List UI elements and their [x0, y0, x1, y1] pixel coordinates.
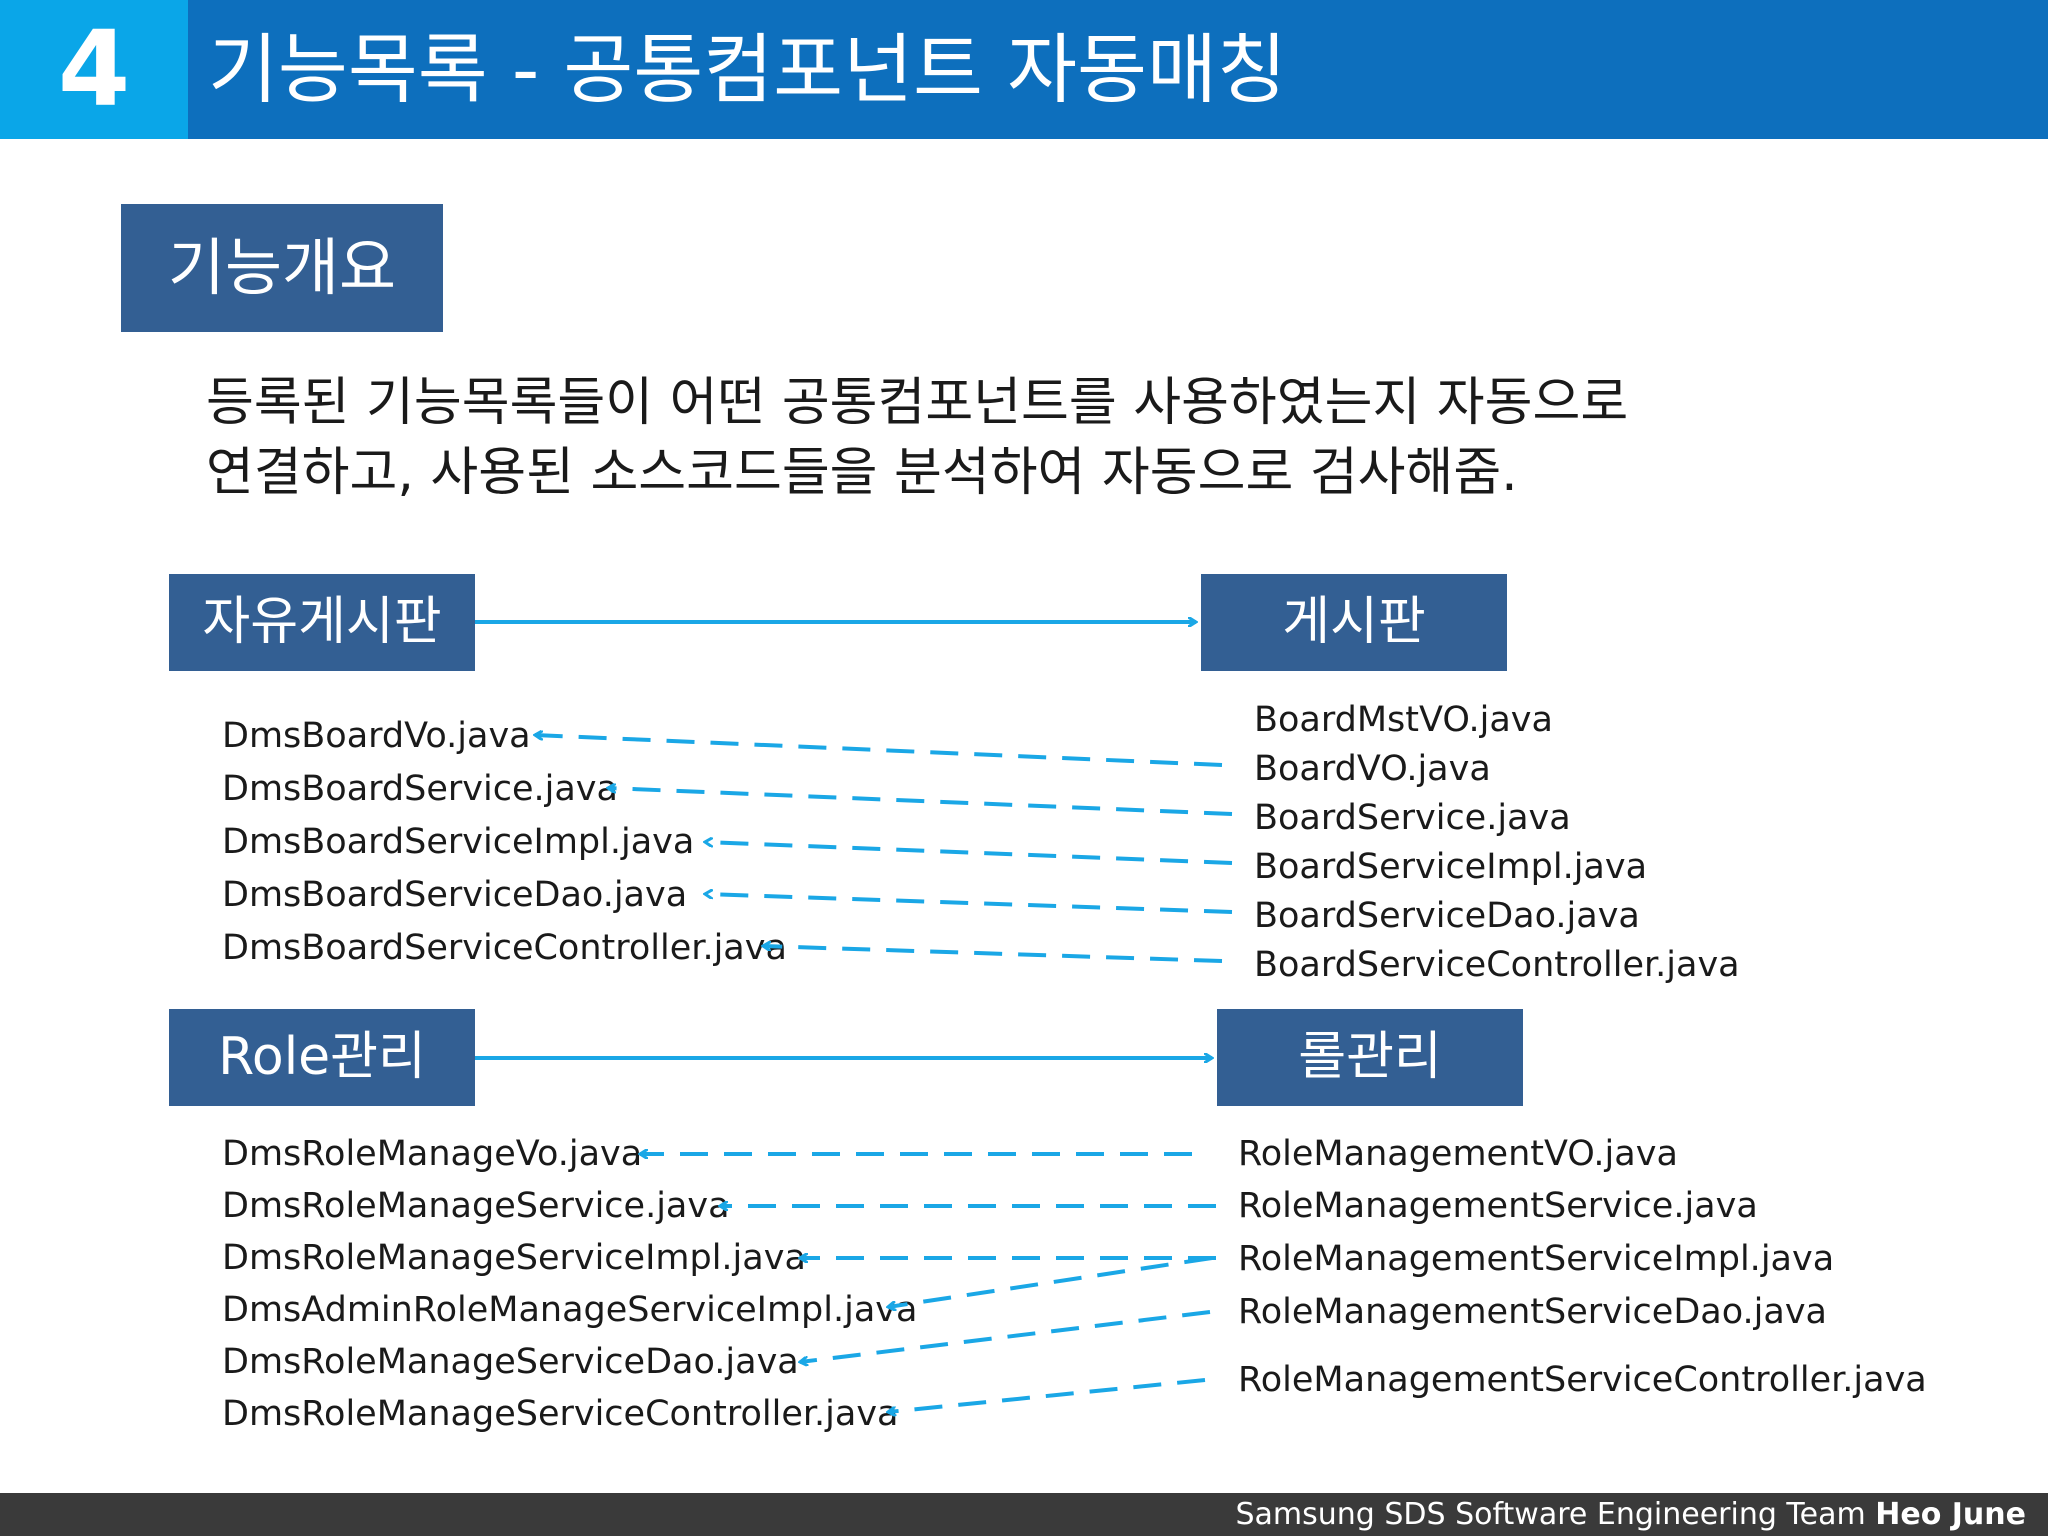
source-label-box-2: [169, 1009, 475, 1106]
target-file: RoleManagementServiceImpl.java: [1238, 1239, 1835, 1279]
target-file: BoardServiceController.java: [1254, 945, 1740, 985]
dashed-arrow: [535, 735, 1223, 767]
target-file: BoardServiceDao.java: [1254, 896, 1640, 936]
target-file: BoardService.java: [1254, 798, 1571, 838]
target-file: BoardVO.java: [1254, 749, 1491, 789]
title-bar: [188, 0, 2048, 139]
page-title: 기능목록 - 공통컴포넌트 자동매칭: [208, 25, 1287, 114]
footer-credit: Samsung SDS Software Engineering Team He…: [1235, 1493, 2026, 1536]
target-label-role-management: 롤관리: [1298, 1027, 1442, 1087]
footer-author: Heo June: [1875, 1497, 2026, 1532]
source-file: DmsBoardService.java: [222, 769, 618, 809]
dashed-arrow: [763, 946, 1223, 963]
target-label-box-1: [1201, 574, 1507, 671]
dashed-arrow: [888, 1378, 1206, 1412]
overview-label-box: [121, 204, 443, 332]
target-label-box-2: [1217, 1009, 1523, 1106]
footer-team: Samsung SDS Software Engineering Team: [1235, 1497, 1866, 1532]
overview-description-line-1: 등록된 기능목록들이 어떤 공통컴포넌트를 사용하였는지 자동으로: [206, 373, 1629, 433]
target-file: RoleManagementVO.java: [1238, 1134, 1678, 1174]
source-file: DmsBoardServiceImpl.java: [222, 822, 695, 862]
source-file: DmsRoleManageServiceController.java: [222, 1394, 899, 1434]
source-file: DmsRoleManageServiceImpl.java: [222, 1238, 806, 1278]
target-file: RoleManagementServiceController.java: [1238, 1360, 1927, 1400]
source-file: DmsRoleManageVo.java: [222, 1134, 643, 1174]
section-number: 4: [57, 8, 131, 130]
footer-bar: [0, 1493, 2048, 1536]
target-file: RoleManagementService.java: [1238, 1186, 1758, 1226]
target-file: BoardServiceImpl.java: [1254, 847, 1648, 887]
source-file: DmsBoardServiceController.java: [222, 928, 787, 968]
target-file: RoleManagementServiceDao.java: [1238, 1292, 1827, 1332]
target-file: BoardMstVO.java: [1254, 700, 1553, 740]
source-label-free-board: 자유게시판: [202, 592, 442, 652]
dashed-arrow: [705, 842, 1233, 865]
source-label-box-1: [169, 574, 475, 671]
source-file: DmsRoleManageServiceDao.java: [222, 1342, 799, 1382]
source-label-role-management: Role관리: [218, 1027, 426, 1087]
dashed-arrow: [800, 1310, 1211, 1362]
dashed-arrow: [608, 788, 1233, 816]
source-file: DmsAdminRoleManageServiceImpl.java: [222, 1290, 918, 1330]
source-file: DmsRoleManageService.java: [222, 1186, 730, 1226]
section-number-box: [0, 0, 188, 139]
target-label-board: 게시판: [1282, 592, 1426, 652]
overview-description-line-2: 연결하고, 사용된 소스코드들을 분석하여 자동으로 검사해줌.: [206, 443, 1518, 503]
dashed-arrow: [888, 1256, 1213, 1307]
dashed-arrow: [705, 894, 1233, 914]
source-file: DmsBoardServiceDao.java: [222, 875, 688, 915]
overview-label: 기능개요: [167, 231, 397, 304]
source-file: DmsBoardVo.java: [222, 716, 531, 756]
